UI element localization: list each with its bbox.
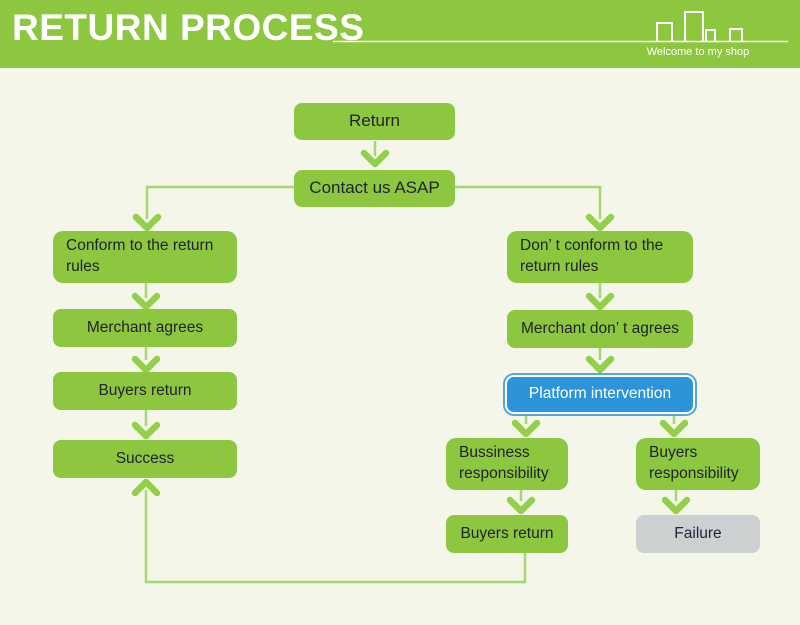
arrow-down-icon <box>585 355 615 374</box>
flow-node-business-responsibility: Bussiness responsibility <box>446 438 568 490</box>
shop-tagline: Welcome to my shop <box>646 46 750 58</box>
arrow-down-icon <box>661 496 691 515</box>
flow-node-dont-conform-rules: Don’ t conform to the return rules <box>507 231 693 283</box>
flow-node-success: Success <box>53 440 237 478</box>
flow-node-merchant-dont-agrees: Merchant don’ t agrees <box>507 310 693 348</box>
arrow-down-icon <box>131 421 161 440</box>
flow-node-return: Return <box>294 103 455 140</box>
flow-node-merchant-agrees: Merchant agrees <box>53 309 237 347</box>
flow-node-failure: Failure <box>636 515 760 553</box>
flow-node-conform-rules: Conform to the return rules <box>53 231 237 283</box>
flow-node-buyers-return-left: Buyers return <box>53 372 237 410</box>
arrow-down-icon <box>585 292 615 311</box>
arrow-down-icon <box>131 292 161 311</box>
flow-node-buyers-responsibility: Buyers responsibility <box>636 438 760 490</box>
page-title: RETURN PROCESS <box>12 7 365 48</box>
arrow-down-icon <box>506 496 536 515</box>
flow-node-contact-us-asap: Contact us ASAP <box>294 170 455 207</box>
title-underline-and-skyline <box>333 11 788 43</box>
flow-node-platform-intervention: Platform intervention <box>505 375 695 414</box>
header-banner: RETURN PROCESS Welcome to my shop <box>0 0 800 68</box>
arrow-down-icon <box>511 419 541 438</box>
skyline-icon <box>656 11 743 42</box>
arrow-down-icon <box>132 213 162 232</box>
arrow-down-icon <box>360 149 390 168</box>
arrow-down-icon <box>131 355 161 374</box>
arrow-up-icon <box>131 478 161 497</box>
flow-node-buyers-return-right: Buyers return <box>446 515 568 553</box>
arrow-down-icon <box>585 213 615 232</box>
arrow-down-icon <box>659 419 689 438</box>
